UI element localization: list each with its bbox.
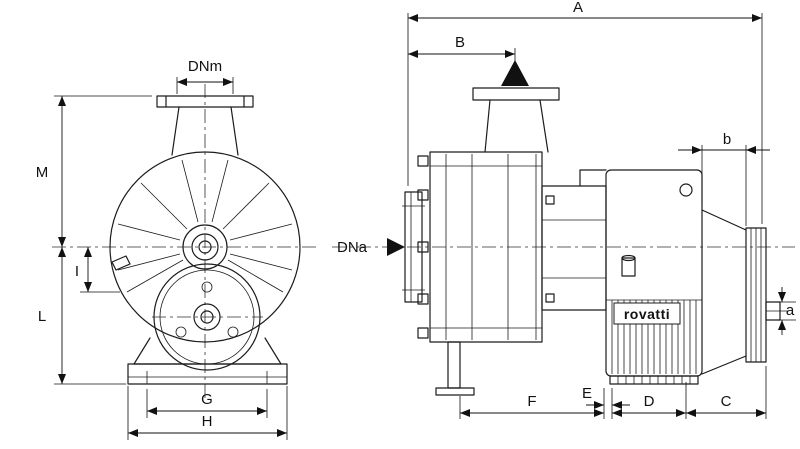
dim-label-H: H xyxy=(202,413,213,430)
dim-label-C: C xyxy=(721,393,732,410)
dim-label-G: G xyxy=(201,391,213,408)
front-view: DNm M I L G xyxy=(36,58,318,440)
dim-F: F xyxy=(460,393,604,417)
dim-G: G xyxy=(146,389,268,418)
support-leg xyxy=(435,341,475,396)
dim-A: A xyxy=(407,0,763,224)
dim-label-A: A xyxy=(573,0,583,16)
breather-plug xyxy=(621,257,636,277)
dim-label-F: F xyxy=(527,393,536,410)
motor-foot xyxy=(609,375,699,385)
dim-label-B: B xyxy=(455,34,465,51)
drain-plug xyxy=(111,255,131,271)
dim-label-DNm: DNm xyxy=(188,58,222,75)
brand-plate xyxy=(613,302,681,325)
dim-D: D xyxy=(612,393,686,417)
dim-B: B xyxy=(408,34,516,62)
suction-flow-arrow-icon xyxy=(387,238,405,256)
brand-label: rovatti xyxy=(624,306,670,322)
lifting-lug-hole xyxy=(679,183,693,197)
discharge-nozzle-side xyxy=(472,60,560,153)
discharge-flange-front xyxy=(156,95,254,156)
dim-b: b xyxy=(678,131,770,226)
dim-C: C xyxy=(686,393,766,417)
dim-E: E xyxy=(582,385,630,409)
dim-a: a xyxy=(778,287,796,335)
dim-label-D: D xyxy=(644,393,655,410)
dim-label-DNa: DNa xyxy=(337,239,368,256)
discharge-flow-arrow-icon xyxy=(501,60,529,86)
dim-label-L: L xyxy=(38,308,46,325)
dim-label-b: b xyxy=(723,131,731,148)
dim-I: I xyxy=(75,247,120,293)
dim-H: H xyxy=(127,386,288,440)
dim-label-I: I xyxy=(75,263,79,280)
base-pedestal xyxy=(127,337,288,385)
dim-M: M xyxy=(36,95,152,247)
side-view: DNa xyxy=(332,0,796,419)
pulley-assembly xyxy=(701,209,788,375)
drive-bracket xyxy=(541,169,607,311)
dim-L: L xyxy=(38,247,126,385)
dim-DNm: DNm xyxy=(176,58,234,94)
dim-label-a: a xyxy=(786,302,795,319)
volute-casing xyxy=(109,151,301,343)
bearing-frame: rovatti xyxy=(605,169,703,385)
dim-label-E: E xyxy=(582,385,592,402)
dim-label-M: M xyxy=(36,164,49,181)
